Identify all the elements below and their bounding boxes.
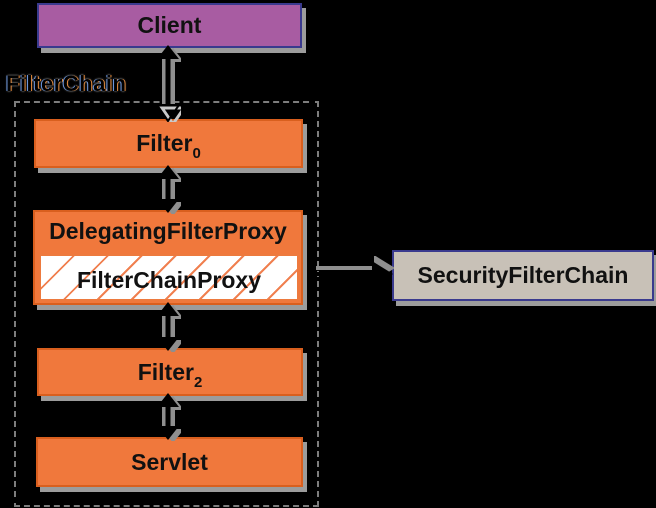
filter2-label: Filter2	[137, 358, 203, 390]
security-filter-chain-box: SecurityFilterChain	[392, 250, 654, 301]
delegating-filter2-arrow-icon	[157, 302, 181, 352]
servlet-box: Servlet	[36, 437, 303, 487]
filter-chain-proxy-box: FilterChainProxy	[39, 254, 299, 301]
filter2-subscript: 2	[193, 373, 203, 391]
delegating-filter-proxy-label: DelegatingFilterProxy	[49, 218, 287, 244]
filter0-subscript: 0	[192, 145, 201, 162]
filter2-servlet-arrow-icon	[157, 393, 181, 441]
filter2-label-text: Filter	[137, 358, 194, 385]
client-label: Client	[137, 12, 202, 38]
servlet-label: Servlet	[131, 448, 208, 475]
filter0-label: Filter0	[136, 130, 201, 161]
filter0-label-text: Filter	[136, 130, 193, 156]
diagonal-hatch-pattern	[41, 256, 297, 299]
filter0-delegating-arrow-icon	[157, 165, 181, 214]
filterchain-group-label: FilterChain	[6, 71, 127, 96]
delegating-filter-proxy-box: DelegatingFilterProxy FilterChainProxy	[33, 210, 303, 305]
filter-chain-proxy-label: FilterChainProxy	[76, 267, 262, 293]
filter0-box: Filter0	[34, 119, 303, 168]
filterchain-securityfilterchain-arrow-icon	[314, 256, 394, 287]
filter2-box: Filter2	[37, 348, 303, 396]
client-box: Client	[37, 3, 302, 48]
security-filter-chain-label: SecurityFilterChain	[417, 262, 629, 288]
client-filter0-arrow-icon	[155, 45, 181, 122]
